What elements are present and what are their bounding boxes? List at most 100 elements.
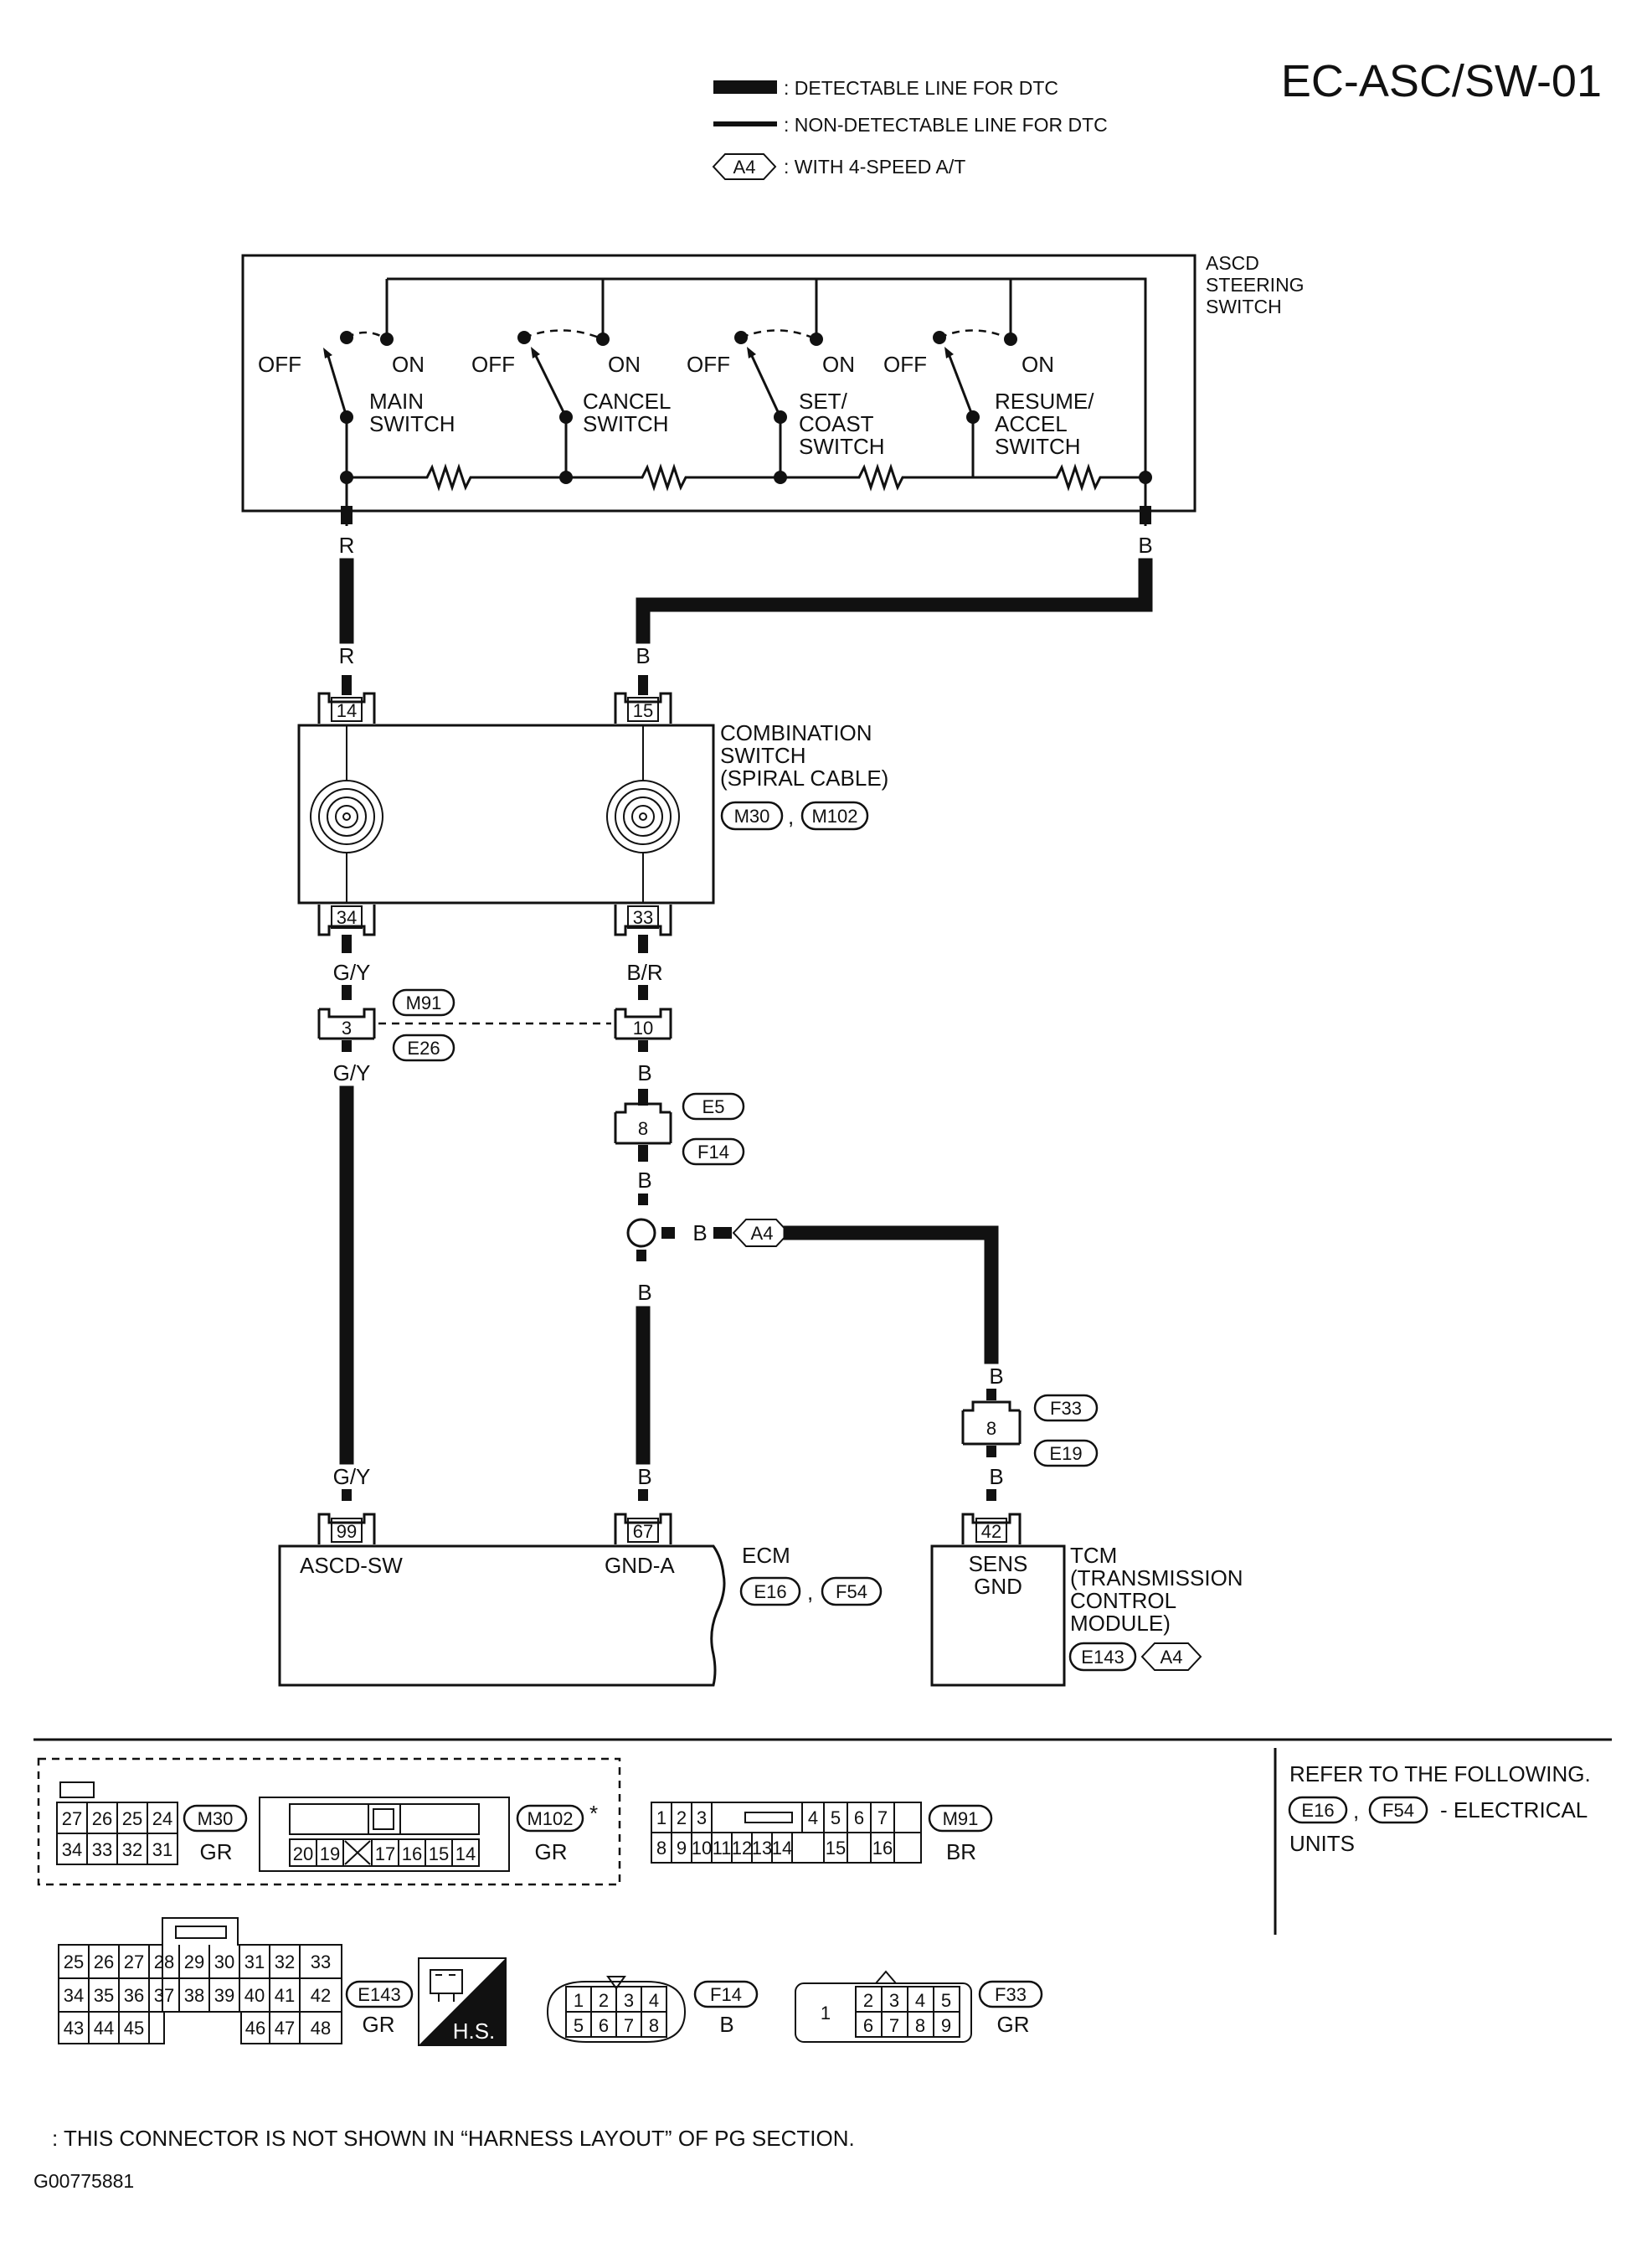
m91-pin-12: 12 <box>732 1838 752 1859</box>
e143-color: GR <box>363 2012 395 2037</box>
m91-pin-10: 10 <box>692 1838 712 1859</box>
wire-color-r-lower: R <box>339 643 355 668</box>
tcm-title-2: (TRANSMISSION <box>1070 1565 1243 1591</box>
connector-plug-icon <box>430 1969 463 2002</box>
joint-pin-3: 3 <box>342 1018 352 1039</box>
m91-pin-6: 6 <box>854 1807 864 1828</box>
m30-pin-33: 33 <box>92 1839 112 1860</box>
m102-pin-14: 14 <box>455 1843 476 1864</box>
resume-accel-switch: OFF ON RESUME/ ACCEL SWITCH <box>883 329 1094 477</box>
set-coast-switch-off: OFF <box>687 352 730 377</box>
main-switch-off: OFF <box>258 352 301 377</box>
figure-code: G00775881 <box>33 2170 134 2192</box>
e143-pin-25: 25 <box>64 1951 84 1972</box>
a4-tag-wire: A4 <box>751 1223 774 1244</box>
connector-view-m91: 1 2 3 4 5 6 7 8 9 10 11 12 13 14 15 16 M… <box>651 1802 993 1864</box>
wire-color-b-5: B <box>692 1220 707 1245</box>
e143-pin-26: 26 <box>94 1951 114 1972</box>
steering-switch-title-2: STEERING <box>1206 274 1305 296</box>
joint-tag-f14: F14 <box>697 1142 729 1163</box>
m91-pin-15: 15 <box>826 1838 846 1859</box>
resume-accel-switch-off: OFF <box>883 352 927 377</box>
m91-pin-7: 7 <box>877 1807 888 1828</box>
tcm-title-3: CONTROL <box>1070 1588 1176 1613</box>
m30-pin-24: 24 <box>152 1808 172 1829</box>
e143-pin-37: 37 <box>154 1985 174 2006</box>
f33-pin-9: 9 <box>941 2015 951 2036</box>
f33-pin-1: 1 <box>821 2003 831 2024</box>
m91-pin-2: 2 <box>677 1807 687 1828</box>
tcm-title-1: TCM <box>1070 1543 1117 1568</box>
e143-pin-30: 30 <box>214 1951 234 1972</box>
set-coast-switch-name-3: SWITCH <box>799 434 885 459</box>
m102-color: GR <box>535 1839 568 1864</box>
svg-text:,: , <box>807 1580 813 1605</box>
joint-tag-e5: E5 <box>702 1096 725 1117</box>
m102-pin-15: 15 <box>429 1843 449 1864</box>
wire-color-b-lower: B <box>636 643 650 668</box>
connector-group-dashed <box>37 1757 621 1886</box>
set-coast-switch-name-1: SET/ <box>799 389 848 414</box>
e143-pin-42: 42 <box>311 1985 331 2006</box>
e143-pin-29: 29 <box>184 1951 204 1972</box>
e143-pin-44: 44 <box>94 2018 114 2039</box>
e143-pin-33: 33 <box>311 1951 331 1972</box>
connector-view-e143: 25 26 27 28 29 30 31 32 33 34 35 36 37 3… <box>58 1917 414 2044</box>
e143-pin-46: 46 <box>245 2018 265 2039</box>
main-switch: OFF ON MAIN SWITCH <box>258 331 455 484</box>
f33-pin-8: 8 <box>915 2015 925 2036</box>
f33-pin-3: 3 <box>889 1990 899 2011</box>
e143-pin-39: 39 <box>214 1985 234 2006</box>
m91-pin-14: 14 <box>772 1838 792 1859</box>
steering-switch-box <box>241 254 1197 513</box>
refer-note-line3: UNITS <box>1289 1831 1355 1856</box>
legend-detectable-swatch <box>713 80 777 94</box>
m102-pin-16: 16 <box>402 1843 422 1864</box>
combination-switch: 14 15 34 <box>297 675 888 936</box>
joint-connector-f33-e19: 8 F33 E19 <box>961 1394 1099 1467</box>
ascd-steering-switch: ASCD STEERING SWITCH OFF ON MAIN SWITCH <box>241 252 1305 526</box>
set-coast-switch-on: ON <box>822 352 855 377</box>
m30-pin-34: 34 <box>62 1839 82 1860</box>
svg-text:,: , <box>1353 1798 1359 1823</box>
tcm-title-4: MODULE) <box>1070 1611 1171 1636</box>
m91-pin-9: 9 <box>677 1838 687 1859</box>
f33-tag: F33 <box>995 1984 1027 2005</box>
e143-pin-47: 47 <box>275 2018 295 2039</box>
joint-connector-m91-e26: 3 10 M91 E26 <box>317 988 672 1062</box>
m91-pin-1: 1 <box>656 1807 666 1828</box>
set-coast-switch: OFF ON SET/ COAST SWITCH <box>687 329 885 484</box>
f14-color: B <box>719 2012 733 2037</box>
f14-tag: F14 <box>710 1984 742 2005</box>
wire-color-gy-2: G/Y <box>333 1060 371 1085</box>
m30-pin-27: 27 <box>62 1808 82 1829</box>
e143-pin-38: 38 <box>184 1985 204 2006</box>
combo-connector-m30: M30 <box>734 806 770 827</box>
ecm-pin-67: 67 <box>633 1521 653 1542</box>
m30-pin-25: 25 <box>122 1808 142 1829</box>
tcm-tag-a4: A4 <box>1161 1647 1183 1668</box>
refer-note: REFER TO THE FOLLOWING. E16 , F54 - ELEC… <box>1288 1761 1591 1856</box>
e143-pin-32: 32 <box>275 1951 295 1972</box>
resume-accel-switch-name-2: ACCEL <box>995 411 1068 436</box>
wire-b-to-tcm <box>783 1225 999 1364</box>
m102-tag: M102 <box>527 1808 573 1829</box>
refer-tag-e16: E16 <box>1301 1800 1334 1821</box>
e143-pin-36: 36 <box>124 1985 144 2006</box>
connector-view-f33: 1 2 3 4 5 6 7 8 9 F33 GR <box>795 1970 1043 2043</box>
joint-pin-10: 10 <box>633 1018 653 1039</box>
footnote: : THIS CONNECTOR IS NOT SHOWN IN “HARNES… <box>52 2126 855 2151</box>
wire-color-b-8: B <box>989 1464 1003 1489</box>
m91-pin-4: 4 <box>808 1807 818 1828</box>
ecm-title: ECM <box>742 1543 790 1568</box>
m91-pin-3: 3 <box>697 1807 707 1828</box>
combo-pin-33: 33 <box>633 907 653 928</box>
ecm-terminal-ascd-sw: ASCD-SW <box>300 1553 403 1578</box>
e143-pin-27: 27 <box>124 1951 144 1972</box>
f14-pin-5: 5 <box>574 2015 584 2036</box>
f33-pin-7: 7 <box>889 2015 899 2036</box>
combo-pin-34: 34 <box>337 907 357 928</box>
refer-note-line1: REFER TO THE FOLLOWING. <box>1289 1761 1591 1786</box>
f33-pin-2: 2 <box>863 1990 873 2011</box>
wire-color-gy-3: G/Y <box>333 1464 371 1489</box>
